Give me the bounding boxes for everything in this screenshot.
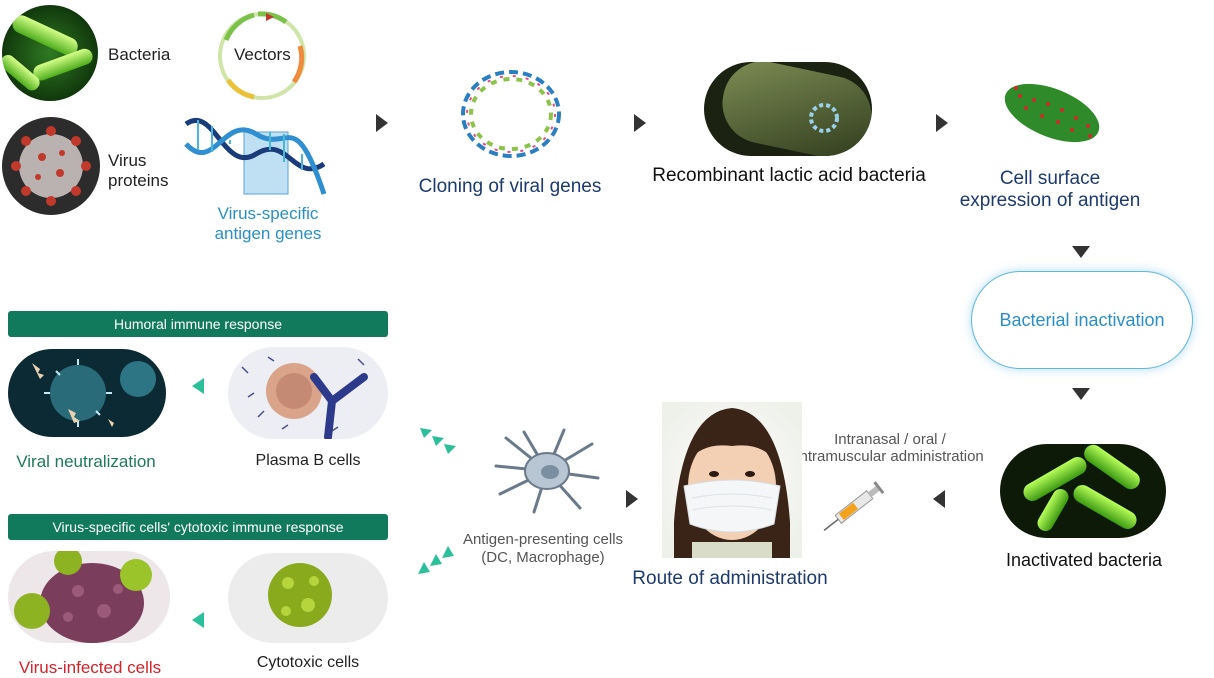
infected-cells-label: Virus-infected cells	[18, 658, 162, 677]
admin-routes-label-1: Intranasal / oral /	[834, 431, 946, 448]
inactivation-pill: Bacterial inactivation	[971, 271, 1193, 369]
arrow-left-teal-icon	[192, 378, 204, 394]
route-label: Route of administration	[632, 568, 828, 589]
antigen-bacterium-image	[1000, 78, 1104, 148]
antigen-genes-label-1: Virus-specific	[217, 204, 319, 223]
virus-proteins-label-1: Virus	[108, 151, 147, 170]
admin-routes-label-2: intramuscular administration	[796, 448, 984, 465]
apc-label-2: (DC, Macrophage)	[481, 549, 605, 566]
cloning-label: Cloning of viral genes	[418, 176, 602, 197]
recombinant-label: Recombinant lactic acid bacteria	[652, 165, 926, 186]
bacteria-image	[2, 5, 98, 101]
surface-expression-label-2: expression of antigen	[959, 190, 1141, 211]
vectors-label: Vectors	[234, 45, 291, 64]
child-with-mask-image	[662, 402, 802, 558]
arrow-right-icon	[626, 490, 638, 508]
inactivated-bacteria-image	[1000, 444, 1166, 538]
teal-arrows-down-left-icon	[416, 546, 458, 578]
plasma-b-label: Plasma B cells	[255, 452, 361, 469]
arrow-right-icon	[634, 114, 646, 132]
neutralization-label: Viral neutralization	[16, 452, 156, 471]
virus-image	[2, 117, 100, 215]
dna-ring-icon	[452, 60, 570, 168]
arrow-down-icon	[1072, 246, 1090, 258]
arrow-left-icon	[933, 490, 945, 508]
cytotoxic-cell-image	[228, 553, 388, 643]
arrow-right-icon	[936, 114, 948, 132]
syringe-icon	[814, 474, 894, 540]
recombinant-bacteria-image	[704, 62, 872, 156]
surface-expression-label-1: Cell surface	[999, 168, 1101, 189]
antigen-genes-label-2: antigen genes	[214, 224, 322, 243]
arrow-right-icon	[376, 114, 388, 132]
teal-arrows-up-left-icon	[420, 424, 460, 458]
humoral-banner: Humoral immune response	[8, 311, 388, 337]
virus-proteins-label-2: proteins	[108, 171, 169, 190]
bacteria-label: Bacteria	[108, 45, 171, 64]
vector-plasmid-icon	[214, 8, 310, 104]
neutralization-image	[8, 349, 166, 437]
arrow-down-icon	[1072, 388, 1090, 400]
cytotoxic-banner: Virus-specific cells' cytotoxic immune r…	[8, 514, 388, 540]
virus-infected-cells-image	[8, 551, 170, 643]
dendritic-cell-image	[494, 428, 600, 514]
inactivated-label: Inactivated bacteria	[1005, 550, 1163, 570]
dna-helix-icon	[184, 114, 330, 200]
cytotoxic-cells-label: Cytotoxic cells	[256, 654, 360, 671]
plasma-b-cell-image	[228, 347, 388, 439]
apc-label-1: Antigen-presenting cells	[462, 531, 624, 548]
arrow-left-teal-icon	[192, 612, 204, 628]
inactivation-label: Bacterial inactivation	[999, 310, 1165, 330]
